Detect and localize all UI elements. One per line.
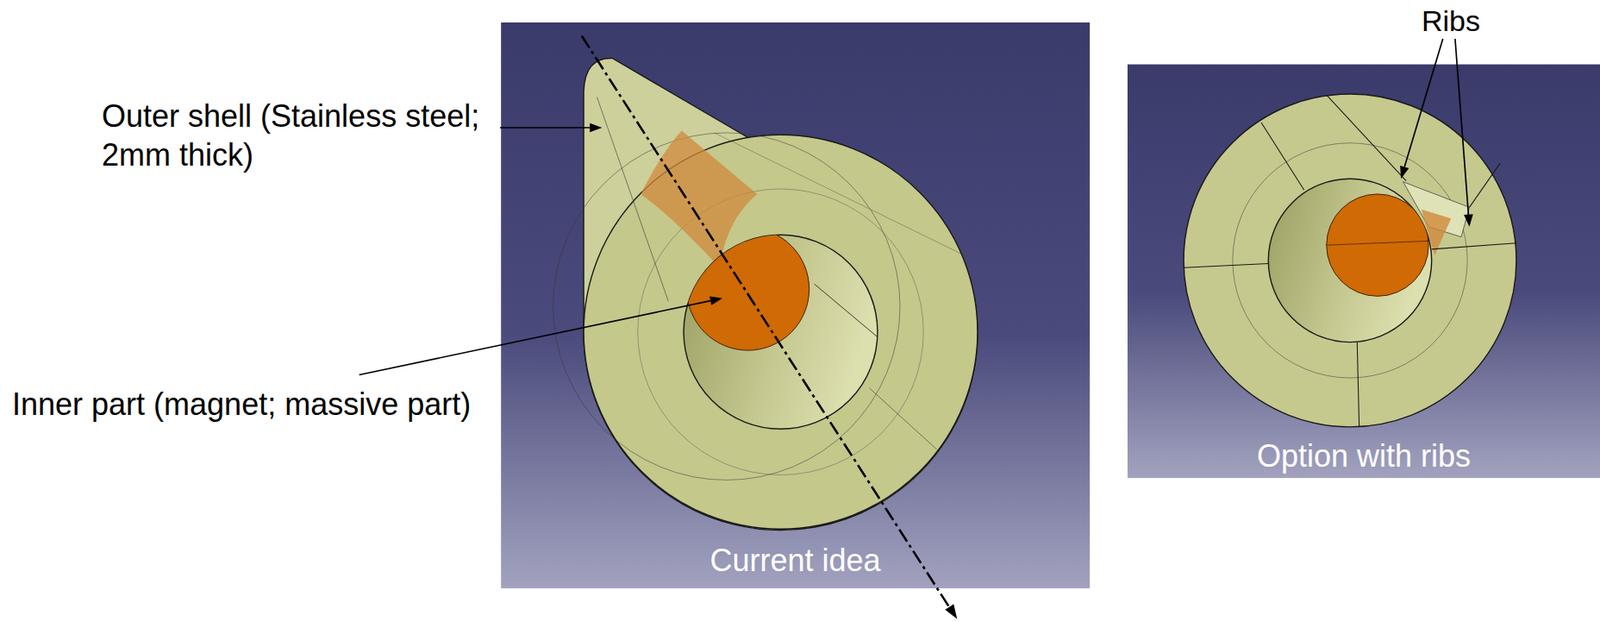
axis-arrowhead xyxy=(944,603,957,619)
hidden-edge xyxy=(637,188,924,475)
hidden-edge xyxy=(1232,143,1468,378)
leader-arrowhead xyxy=(1463,213,1474,227)
render-background xyxy=(1127,64,1600,478)
axis-line xyxy=(581,35,950,607)
leader-line xyxy=(500,126,590,129)
shell-bore xyxy=(1268,178,1432,342)
magnet xyxy=(687,227,810,350)
leader-arrowhead xyxy=(1400,165,1409,179)
render-panel: Option with ribs xyxy=(1127,64,1600,478)
render-panel: Current idea xyxy=(500,22,1090,588)
render-background xyxy=(500,22,1090,588)
magnet xyxy=(1326,193,1429,296)
leader-arrowhead xyxy=(709,295,723,305)
callout-label: Ribs xyxy=(1421,2,1481,40)
rib-edges xyxy=(1183,94,1517,427)
hidden-edge xyxy=(868,387,937,450)
callout-label: Outer shell (Stainless steel; 2mm thick) xyxy=(101,96,490,175)
callout-label: Inner part (magnet; massive part) xyxy=(12,384,471,424)
panel-caption: Current idea xyxy=(709,541,881,579)
model-edge xyxy=(1326,240,1429,245)
leader-line xyxy=(1455,38,1469,215)
leader-arrowhead xyxy=(589,123,602,133)
shell-front-face xyxy=(1183,93,1517,427)
leader-line xyxy=(1404,38,1444,168)
leader-line xyxy=(359,300,712,375)
model-edge xyxy=(814,283,878,338)
panel-caption: Option with ribs xyxy=(1256,437,1471,475)
